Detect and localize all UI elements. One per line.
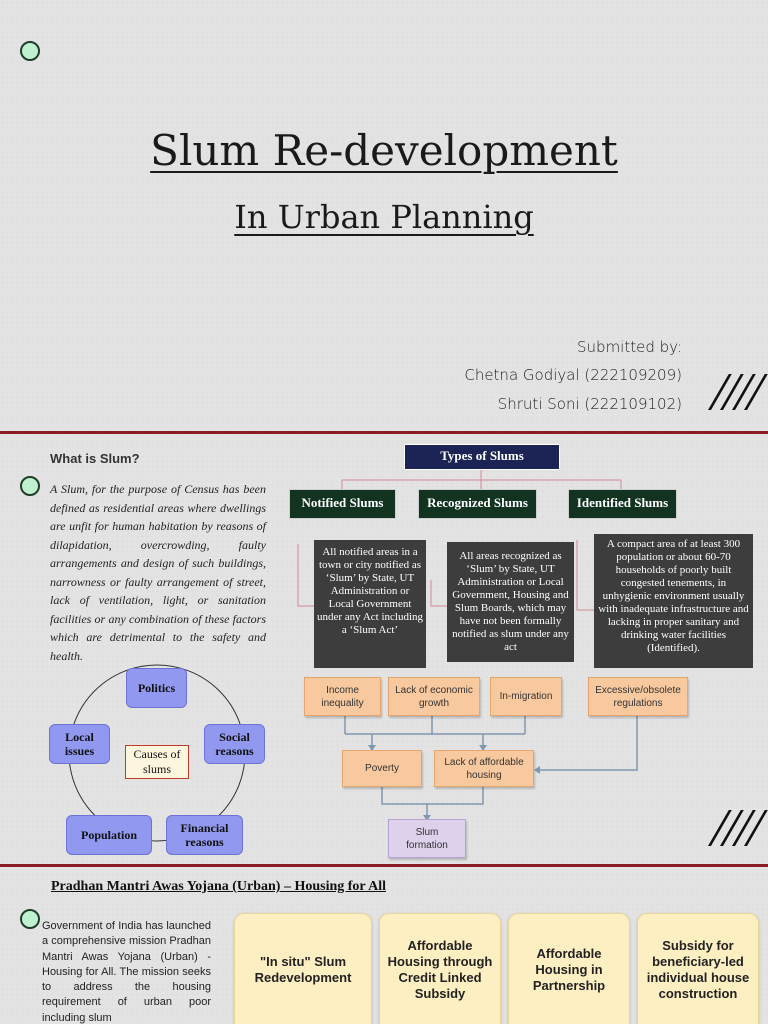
author-1: Chetna Godiyal (222109209) [464, 366, 682, 384]
hatch-decoration-icon [700, 810, 768, 846]
flow-lack-of-economic-growth: Lack of economic growth [388, 677, 480, 716]
type-identified-desc: A compact area of at least 300 populatio… [594, 534, 753, 668]
type-notified-label: Notified Slums [289, 489, 396, 519]
flow-in-migration: In-migration [490, 677, 562, 716]
slide-subtitle: In Urban Planning [234, 198, 534, 236]
types-of-slums-title: Types of Slums [404, 444, 560, 470]
cycle-local-issues: Local issues [49, 724, 110, 764]
hatch-decoration-icon [700, 374, 768, 410]
flow-slum-formation: Slum formation [388, 819, 466, 858]
flow-connectors [344, 716, 638, 821]
card-label: Affordable Housing through Credit Linked… [387, 938, 493, 1001]
flow-lack-of-affordable-housing: Lack of affordable housing [434, 750, 534, 787]
cycle-financial-reasons: Financial reasons [166, 815, 243, 855]
card-label: "In situ" Slum Redevelopment [254, 954, 352, 985]
flow-excessive-regulations: Excessive/obsolete regulations [588, 677, 688, 716]
slide-title: Slum Re-development [150, 126, 618, 175]
circle-bullet-icon [20, 909, 40, 929]
what-is-slum-slide: What is Slum? A Slum, for the purpose of… [0, 434, 768, 864]
flow-income-inequality: Income inequality [304, 677, 381, 716]
card-label: Subsidy for beneficiary-led individual h… [646, 938, 750, 1001]
slum-definition: A Slum, for the purpose of Census has be… [50, 482, 266, 663]
type-recognized-label: Recognized Slums [418, 489, 537, 519]
card-credit-linked-subsidy: Affordable Housing through Credit Linked… [379, 913, 501, 1024]
pmay-title: Pradhan Mantri Awas Yojana (Urban) – Hou… [51, 879, 386, 894]
card-affordable-housing-partnership: Affordable Housing in Partnership [508, 913, 630, 1024]
cycle-social-reasons: Social reasons [204, 724, 265, 764]
pmay-slide: Pradhan Mantri Awas Yojana (Urban) – Hou… [0, 867, 768, 1024]
pmay-description: Government of India has launched a compr… [42, 920, 211, 1024]
cycle-population: Population [66, 815, 152, 855]
card-label: Affordable Housing in Partnership [532, 946, 606, 993]
card-in-situ-redevelopment: "In situ" Slum Redevelopment [234, 913, 372, 1024]
type-notified-desc: All notified areas in a town or city not… [314, 540, 426, 668]
cycle-politics: Politics [126, 668, 187, 708]
card-beneficiary-led-construction: Subsidy for beneficiary-led individual h… [637, 913, 759, 1024]
types-connectors [297, 468, 622, 611]
submitted-label: Submitted by: [577, 338, 682, 356]
circle-bullet-icon [20, 41, 40, 61]
causes-of-slums-center: Causes of slums [125, 745, 189, 779]
section-heading: What is Slum? [50, 451, 140, 466]
title-slide: Slum Re-development In Urban Planning Su… [0, 0, 768, 431]
type-identified-label: Identified Slums [568, 489, 677, 519]
circle-bullet-icon [20, 476, 40, 496]
type-recognized-desc: All areas recognized as ‘Slum’ by State,… [447, 542, 574, 662]
flow-poverty: Poverty [342, 750, 422, 787]
author-2: Shruti Soni (222109102) [497, 395, 682, 413]
